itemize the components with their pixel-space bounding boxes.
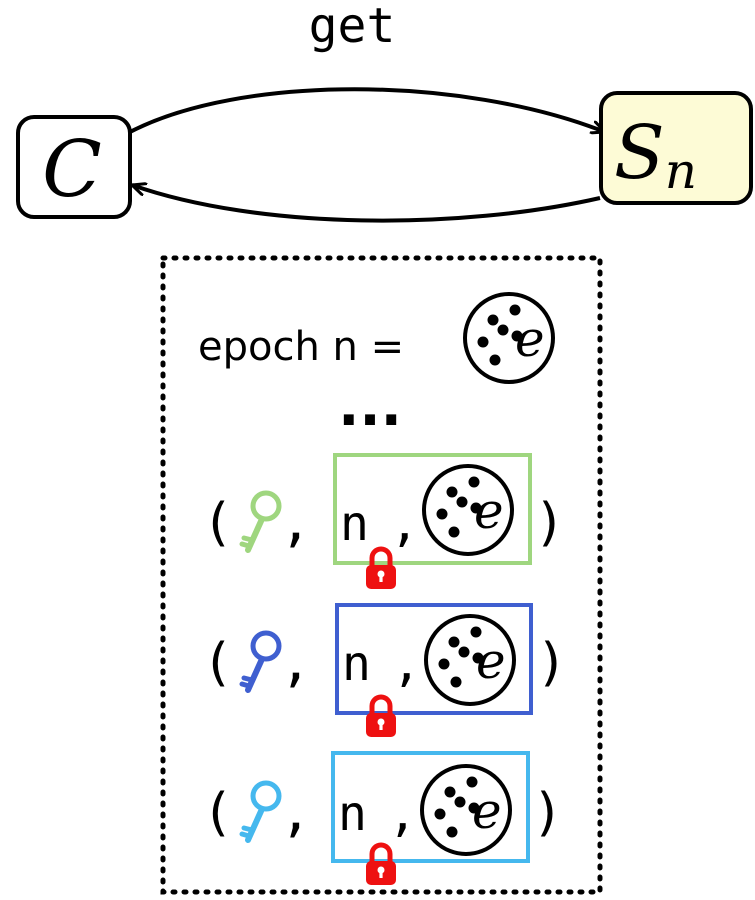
entry-3-comma: , <box>280 783 311 843</box>
entry-2-close: ) <box>536 633 567 693</box>
entry-1-inner-comma: , <box>390 496 419 552</box>
entry-3-set-circle: e <box>420 764 512 856</box>
entry-3-open: ( <box>202 783 233 843</box>
entry-3: ( , n , e ) <box>202 751 563 885</box>
entry-1-set-circle: e <box>422 464 514 556</box>
response-arrow <box>132 185 601 223</box>
entry-1: ( , n , e ) <box>202 453 565 589</box>
state-box <box>160 255 603 895</box>
entry-1-lock-icon <box>366 549 396 589</box>
entry-3-lock-icon <box>366 845 396 885</box>
entry-2-comma: , <box>280 633 311 693</box>
svg-text:e: e <box>472 782 502 840</box>
entry-1-box <box>333 453 532 565</box>
entry-2-lock-icon <box>366 697 396 737</box>
server-node-label: Sn <box>614 110 697 200</box>
entry-2-box <box>335 603 533 715</box>
server-node-label-main: S <box>614 110 665 196</box>
blue-key-icon <box>242 633 279 690</box>
request-arrow <box>129 87 605 132</box>
epoch-text: epoch n = <box>198 324 404 370</box>
entry-3-inner-comma: , <box>388 786 417 842</box>
server-node: Sn <box>599 91 753 205</box>
epoch-set-symbol: e <box>515 310 545 368</box>
epoch-set-circle: e <box>463 292 555 384</box>
ellipsis: ... <box>338 374 402 439</box>
entry-2: ( , n , e ) <box>202 603 567 737</box>
entry-1-close: ) <box>534 493 565 553</box>
entry-1-value: n <box>340 496 369 552</box>
entry-2-value: n <box>342 636 371 692</box>
entry-1-open: ( <box>202 493 233 553</box>
entry-2-inner-comma: , <box>392 636 421 692</box>
client-node-label: C <box>42 125 102 215</box>
server-node-label-sub: n <box>665 142 697 200</box>
entry-3-close: ) <box>532 783 563 843</box>
entry-3-value: n <box>338 786 367 842</box>
arrow-label: get <box>309 0 396 54</box>
entry-2-set-circle: e <box>424 614 516 706</box>
svg-text:e: e <box>476 632 506 690</box>
light-blue-key-icon <box>242 783 279 840</box>
svg-text:e: e <box>474 482 504 540</box>
client-node: C <box>16 115 132 219</box>
entry-2-open: ( <box>202 633 233 693</box>
entry-1-comma: , <box>280 493 311 553</box>
green-key-icon <box>242 493 279 550</box>
entry-3-box <box>331 751 530 863</box>
